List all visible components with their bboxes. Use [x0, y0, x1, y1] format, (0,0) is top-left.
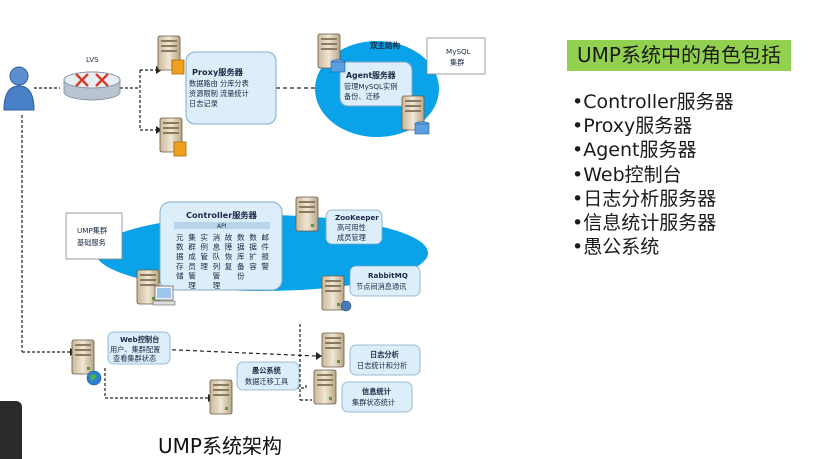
rabbitmq-line1: 节点间消息通讯: [356, 282, 406, 291]
yugong-server-icon: [209, 379, 233, 415]
rabbitmq-server-icon: [321, 275, 352, 312]
mysql-cluster-box: [426, 37, 486, 75]
mysql-cluster-line1: MySQL: [446, 47, 471, 56]
role-item-log-analysis: •日志分析服务器: [572, 187, 717, 210]
roles-heading: UMP系统中的角色包括: [567, 40, 791, 71]
role-item-agent: •Agent服务器: [572, 139, 697, 162]
info-stats-callout: [341, 381, 413, 413]
info-stats-line1: 集群状态统计: [352, 398, 395, 407]
diagram-caption: UMP系统架构: [158, 434, 282, 458]
lvs-label: LVS: [86, 55, 99, 64]
dual-master-label: 双主结构: [370, 40, 400, 50]
corner-dark-block: [0, 401, 22, 459]
agent-line2: 备份、迁移: [344, 92, 380, 101]
agent-line1: 管理MySQL实例: [344, 82, 397, 91]
info-stats-title: 信息统计: [362, 387, 392, 396]
role-item-info-stats: •信息统计服务器: [572, 212, 717, 235]
cluster-base-line2: 基础服务: [77, 238, 106, 247]
user-icon: [3, 66, 35, 111]
controller-column-7: 邮件报警: [261, 232, 269, 271]
roles-list: •Controller服务器 •Proxy服务器 •Agent服务器 •Web控…: [572, 90, 734, 259]
agent-server-icon-2: [401, 95, 430, 135]
role-item-web-console: •Web控制台: [572, 163, 682, 186]
agent-server-icon: [317, 33, 346, 73]
zookeeper-callout: [325, 209, 383, 245]
role-item-yugong: •愚公系统: [572, 236, 660, 259]
connectors: [21, 69, 318, 401]
web-console-callout: [107, 331, 171, 365]
log-analysis-title: 日志分析: [370, 350, 400, 359]
yugong-title: 愚公系统: [252, 366, 282, 375]
proxy-line3: 日志记录: [189, 99, 218, 108]
lvs-router-icon: [63, 71, 121, 101]
controller-column-3: 消息队列管理: [213, 232, 221, 290]
controller-column-1: 集群成员管理: [188, 232, 196, 290]
rabbitmq-title: RabbitMQ: [368, 271, 408, 280]
mysql-cluster-line2: 集群: [450, 58, 464, 67]
proxy-title: Proxy服务器: [192, 67, 244, 77]
proxy-server-icon-2: [159, 117, 187, 157]
web-console-server-icon: [71, 339, 102, 386]
zookeeper-line2: 成员管理: [337, 233, 366, 242]
agent-title: Agent服务器: [346, 70, 396, 80]
rabbitmq-callout: [349, 265, 421, 297]
controller-column-0: 元数据存储: [176, 233, 184, 280]
proxy-line2: 资源限制 流量统计: [189, 89, 249, 98]
controller-column-5: 数据库备份: [237, 232, 245, 280]
zookeeper-server-icon: [295, 196, 319, 232]
yugong-callout: [236, 361, 300, 391]
cluster-base-box: [65, 212, 123, 260]
log-analysis-line1: 日志统计和分析: [357, 361, 407, 370]
web-console-line1: 用户、集群配置: [110, 345, 160, 354]
proxy-callout: [185, 51, 277, 125]
proxy-line1: 数据路由 分库分表: [189, 79, 249, 88]
controller-api-label: API: [217, 223, 227, 230]
controller-column-4: 故障恢复: [225, 232, 233, 271]
log-analysis-callout: [349, 344, 421, 376]
role-item-proxy: •Proxy服务器: [572, 115, 693, 138]
web-console-line2: 查看集群状态: [113, 354, 156, 363]
agent-callout: [339, 61, 413, 107]
zookeeper-title: ZooKeeper: [335, 213, 379, 222]
cluster-base-line1: UMP集群: [77, 226, 107, 235]
web-console-title: Web控制台: [120, 335, 159, 344]
info-stats-server-icon: [313, 369, 337, 405]
zookeeper-line1: 高可用性: [337, 223, 366, 232]
log-analysis-server-icon: [321, 332, 345, 368]
proxy-server-icon: [157, 35, 185, 75]
role-item-controller: •Controller服务器: [572, 91, 734, 113]
controller-title: Controller服务器: [186, 210, 258, 220]
controller-server-icon: [136, 269, 176, 306]
controller-column-6: 数据扩容: [249, 232, 257, 271]
controller-column-2: 实例管理: [200, 232, 208, 271]
yugong-line1: 数据迁移工具: [245, 377, 288, 386]
controller-api-bar: [174, 222, 270, 229]
